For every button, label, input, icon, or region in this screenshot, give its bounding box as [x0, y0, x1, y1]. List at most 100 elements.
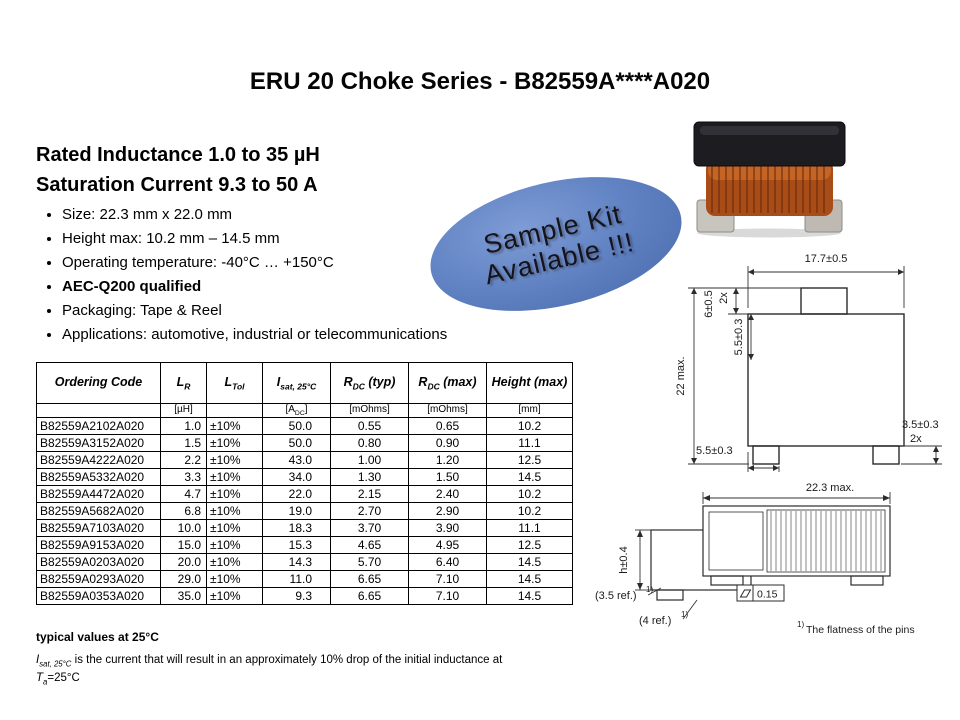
dimension-lines: [635, 492, 891, 620]
dimension-drawing-side: 17.7±0.5 6±0.5 2x 5.5±0.3 22 max. 3.5±0.…: [675, 253, 942, 472]
feature-list: Size: 22.3 mm x 22.0 mmHeight max: 10.2 …: [42, 203, 502, 347]
col-header-isat: Isat, 25°C: [262, 362, 331, 404]
value-cell: 12.5: [486, 451, 573, 469]
feature-item: Height max: 10.2 mm – 14.5 mm: [62, 227, 502, 251]
value-cell: ±10%: [206, 587, 263, 605]
isat-subscript: sat, 25°C: [39, 659, 72, 669]
ordering-code-cell: B82559A0203A020: [36, 553, 161, 571]
value-cell: 22.0: [262, 485, 331, 503]
col-header-ltol: LTol: [206, 362, 263, 404]
dim-35: 3.5±0.3: [902, 419, 939, 431]
value-cell: 3.3: [160, 468, 207, 486]
value-cell: 9.3: [262, 587, 331, 605]
dimension-labels: 17.7±0.5 6±0.5 2x 5.5±0.3 22 max. 3.5±0.…: [675, 253, 939, 457]
value-cell: 34.0: [262, 468, 331, 486]
header-row: Ordering Code LR LTol Isat, 25°C RDC (ty…: [36, 362, 573, 404]
value-cell: 19.0: [262, 502, 331, 520]
headline: Rated Inductance 1.0 to 35 µH Saturation…: [36, 140, 320, 200]
ordering-code-cell: B82559A2102A020: [36, 417, 161, 435]
value-cell: 11.1: [486, 519, 573, 537]
page-title: ERU 20 Choke Series - B82559A****A020: [249, 68, 711, 96]
feature-item: Packaging: Tape & Reel: [62, 299, 502, 323]
value-cell: 18.3: [262, 519, 331, 537]
dimension-arrows: [637, 495, 890, 590]
ordering-code-cell: B82559A0293A020: [36, 570, 161, 588]
value-cell: 1.00: [330, 451, 409, 469]
note-temperature: Ta=25°C: [36, 671, 601, 689]
value-cell: 50.0: [262, 434, 331, 452]
value-cell: ±10%: [206, 485, 263, 503]
value-cell: 14.3: [262, 553, 331, 571]
value-cell: 12.5: [486, 536, 573, 554]
value-cell: 4.95: [408, 536, 487, 554]
ref-superscript: 1): [646, 585, 653, 594]
flatness-value: 0.15: [757, 589, 778, 601]
temp-symbol: T: [36, 672, 44, 685]
core-highlight: [700, 126, 839, 135]
spec-table: Ordering Code LR LTol Isat, 25°C RDC (ty…: [36, 362, 573, 605]
value-cell: 0.90: [408, 434, 487, 452]
value-cell: 2.70: [330, 502, 409, 520]
unit-cell: [206, 403, 263, 418]
value-cell: ±10%: [206, 553, 263, 571]
unit-cell: [mOhms]: [408, 403, 487, 418]
value-cell: 20.0: [160, 553, 207, 571]
value-cell: 14.5: [486, 587, 573, 605]
value-cell: 50.0: [262, 417, 331, 435]
value-cell: 3.90: [408, 519, 487, 537]
ordering-code-cell: B82559A5682A020: [36, 502, 161, 520]
flatness-icon: [739, 589, 752, 598]
value-cell: ±10%: [206, 536, 263, 554]
value-cell: ±10%: [206, 570, 263, 588]
value-cell: 14.5: [486, 468, 573, 486]
dim-h: h±0.4: [618, 546, 630, 573]
dim-width-top: 22.3 max.: [806, 482, 854, 494]
ordering-code-cell: B82559A0353A020: [36, 587, 161, 605]
flatness-frame: [736, 584, 785, 602]
headline-inductance: Rated Inductance 1.0 to 35 µH: [36, 144, 320, 166]
dimension-drawing-front: 22.3 max. h±0.4 (3.5 ref.) 1) (4 ref.) 1…: [595, 482, 915, 636]
value-cell: 35.0: [160, 587, 207, 605]
value-cell: 1.5: [160, 434, 207, 452]
ordering-code-cell: B82559A4222A020: [36, 451, 161, 469]
unit-cell: [mm]: [486, 403, 573, 418]
value-cell: 10.2: [486, 417, 573, 435]
value-cell: 29.0: [160, 570, 207, 588]
value-cell: 7.10: [408, 587, 487, 605]
value-cell: ±10%: [206, 434, 263, 452]
units-row: [µH] [ADC] [mOhms] [mOhms] [mm]: [36, 403, 573, 418]
ordering-code-cell: B82559A4472A020: [36, 485, 161, 503]
value-cell: 15.0: [160, 536, 207, 554]
ordering-code-cell: B82559A3152A020: [36, 434, 161, 452]
value-cell: 1.20: [408, 451, 487, 469]
value-cell: 0.65: [408, 417, 487, 435]
value-cell: 6.40: [408, 553, 487, 571]
value-cell: 10.2: [486, 485, 573, 503]
value-cell: 6.65: [330, 570, 409, 588]
product-photo: [693, 121, 846, 238]
dim-55-lower: 5.5±0.3: [696, 445, 733, 457]
note-typical-values: typical values at 25°C: [36, 630, 159, 644]
value-cell: 1.30: [330, 468, 409, 486]
isat-symbol: I: [36, 654, 40, 666]
value-cell: ±10%: [206, 468, 263, 486]
dim-4-ref: (4 ref.): [639, 615, 671, 627]
note-isat-definition: Isat, 25°C is the current that will resu…: [36, 653, 601, 671]
value-cell: 43.0: [262, 451, 331, 469]
dim-35-ref: (3.5 ref.): [595, 590, 637, 602]
footnote-superscript: 1): [797, 620, 804, 629]
value-cell: 1.50: [408, 468, 487, 486]
value-cell: 11.0: [262, 570, 331, 588]
col-header-rdc-max: RDC (max): [408, 362, 487, 404]
ordering-code-cell: B82559A5332A020: [36, 468, 161, 486]
value-cell: 3.70: [330, 519, 409, 537]
